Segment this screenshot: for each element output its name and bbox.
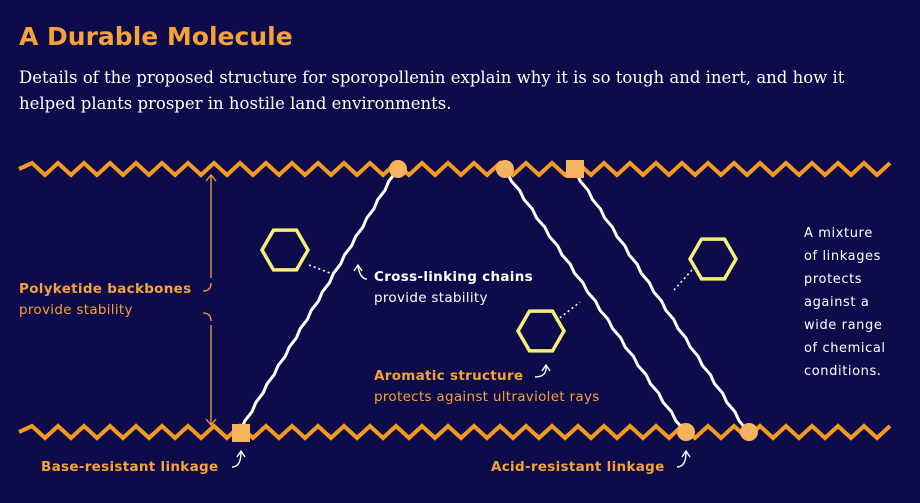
bracket-lower-arrowhead [205, 418, 217, 427]
connector-2 [555, 301, 581, 322]
aromatic-ring-1 [259, 228, 311, 272]
linkage-nodes [232, 160, 758, 442]
mixture-note: A mixture of linkages protects against a… [804, 226, 886, 379]
aromatic-label: Aromatic structure protects against ultr… [374, 366, 600, 408]
chain-3 [574, 171, 749, 431]
page-title: A Durable Molecule [19, 22, 293, 51]
base-linkage-label: Base-resistant linkage [41, 459, 219, 475]
acid-linkage-arrow [676, 451, 687, 468]
connector-1 [308, 264, 331, 274]
aromatic-arrowhead [541, 363, 551, 372]
page-subtitle: Details of the proposed structure for sp… [19, 68, 845, 113]
hexagon-connectors [308, 264, 693, 322]
aromatic-ring-3 [687, 237, 739, 281]
backbones-label: Polyketide backbones provide stability [19, 279, 191, 321]
aromatic-title: Aromatic structure [374, 368, 524, 384]
connector-3 [673, 269, 693, 291]
bracket-upper-hook [202, 282, 212, 292]
acid-resistant-linkage-node-1 [677, 423, 695, 441]
top-backbone [18, 160, 892, 178]
base-linkage-arrowhead [236, 449, 246, 458]
acid-resistant-linkage-node-2 [740, 423, 758, 441]
cross-linking-chains [239, 171, 749, 431]
crosslinking-title: Cross-linking chains [374, 269, 533, 285]
crosslinking-arrow [357, 265, 368, 280]
chain-1 [239, 171, 398, 431]
aromatic-rings [259, 228, 739, 353]
crosslinking-arrowhead [353, 263, 363, 272]
backbones-title: Polyketide backbones [19, 281, 192, 297]
crosslinking-desc: provide stability [374, 290, 488, 306]
acid-linkage-arrowhead [681, 449, 691, 458]
bottom-backbone [18, 423, 892, 441]
ether-linkage-node-top-2 [496, 160, 514, 178]
backbones-desc: provide stability [19, 302, 133, 318]
annotation-arrows [231, 263, 691, 468]
crosslinking-label: Cross-linking chains provide stability [374, 267, 533, 309]
bracket-upper-arrowhead [205, 173, 217, 182]
chain-2 [505, 171, 686, 431]
ether-linkage-node-top-1 [389, 160, 407, 178]
aromatic-ring-2 [515, 309, 567, 353]
base-resistant-linkage-node [232, 424, 250, 442]
aromatic-desc: protects against ultraviolet rays [374, 389, 600, 405]
backbone-bracket [202, 173, 217, 427]
acid-linkage-label: Acid-resistant linkage [491, 459, 665, 475]
bracket-lower-hook [202, 312, 212, 322]
aromatic-arrow [534, 365, 547, 378]
base-linkage-arrow [231, 451, 242, 468]
acetal-linkage-node-top [566, 160, 584, 178]
